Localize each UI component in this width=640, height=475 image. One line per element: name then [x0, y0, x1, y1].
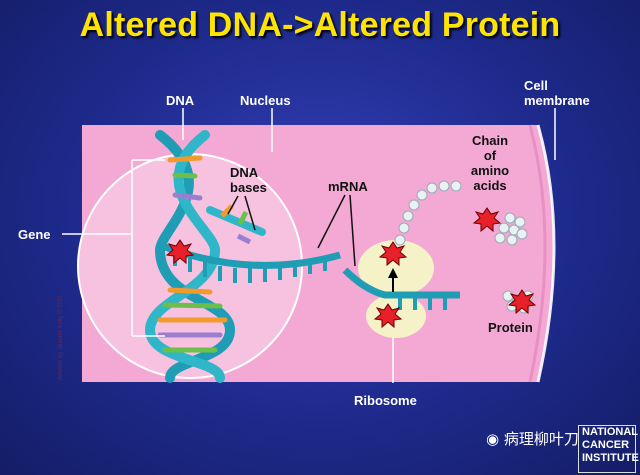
artwork-credit: Artwork by Jeanne Kelly © 2001: [58, 294, 64, 380]
amino-acid-chain: [394, 180, 462, 246]
dna-bases-label-line2: bases: [230, 180, 267, 195]
watermark-text: ◉ 病理柳叶刀: [486, 428, 579, 449]
cell-membrane-label-line2: membrane: [524, 93, 590, 108]
nci-logo-line1: NATIONAL: [582, 426, 639, 438]
mutation-markers: [165, 207, 537, 329]
protein-label: Protein: [488, 320, 533, 335]
leader-lines: [62, 108, 556, 383]
cell-membrane-label: Cell membrane: [524, 78, 590, 108]
slide-title: Altered DNA->Altered Protein: [79, 6, 561, 44]
cell-membrane: [536, 124, 556, 383]
chain-label-line2: of: [483, 148, 497, 163]
wechat-icon: ◉: [486, 430, 500, 448]
mrna-label: mRNA: [328, 179, 368, 194]
cell-membrane-label-line1: Cell: [524, 78, 548, 93]
chain-label-line3: amino: [470, 163, 510, 178]
chain-of-amino-acids-label: Chain of amino acids: [460, 133, 520, 193]
nci-logo-line3: INSTITUTE: [582, 452, 639, 464]
ribosome-label: Ribosome: [354, 393, 417, 408]
cell-membrane-inner: [528, 124, 547, 383]
mutation-ribosome-top: [378, 241, 408, 267]
dna-helix: [144, 130, 266, 383]
dna-bases-label: DNA bases: [230, 165, 267, 195]
watermark-label: 病理柳叶刀: [503, 430, 579, 448]
mutation-amino-acid: [472, 207, 502, 233]
mutation-dna: [165, 239, 195, 265]
mutation-ribosome-bottom: [373, 303, 403, 329]
nucleus-label: Nucleus: [240, 93, 291, 108]
nci-logo-line2: CANCER: [582, 439, 630, 451]
chain-label-line1: Chain: [471, 133, 509, 148]
dna-bases-label-line1: DNA: [230, 165, 259, 180]
amino-acid-cluster: [494, 212, 528, 246]
mutation-protein: [507, 289, 537, 315]
chain-label-line4: acids: [473, 178, 507, 193]
nci-logo: NATIONAL CANCER INSTITUTE: [578, 425, 639, 473]
dna-label: DNA: [166, 93, 195, 108]
leader-lines-dark: [227, 194, 356, 267]
gene-label: Gene: [18, 227, 51, 242]
